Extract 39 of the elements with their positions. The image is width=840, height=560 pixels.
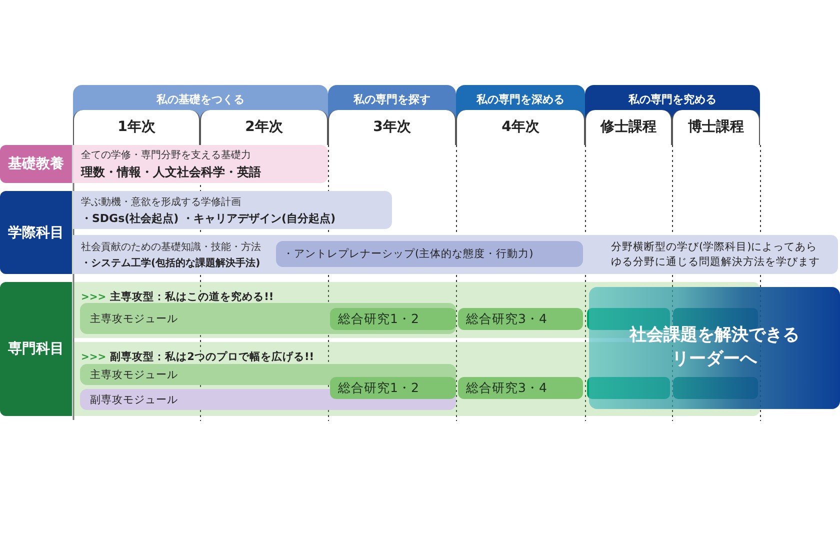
category-header: 基礎教養: [0, 145, 72, 183]
research-block: 総合研究3・4: [458, 377, 583, 399]
phase-title: 私の専門を探す: [354, 93, 430, 106]
bar-title: ・システム工学(包括的な課題解決手法): [81, 256, 260, 270]
phase-tab: [73, 85, 328, 145]
phase-tab: [456, 85, 585, 145]
year-header: 修士課程: [585, 110, 672, 145]
goal-banner: 社会課題を解決できるリーダーへ: [589, 287, 840, 409]
chevron-prefix: >>>: [81, 352, 106, 363]
bar-caption: 学ぶ動機・意欲を形成する学修計画: [81, 196, 241, 208]
course-bar: [73, 145, 328, 183]
year-header: 4年次: [456, 110, 585, 145]
phase-tab: [585, 85, 760, 145]
phase-title: 私の専門を深める: [476, 93, 564, 106]
bar-caption: 社会貢献のための基礎知識・技能・方法: [81, 240, 261, 254]
chevron-prefix: >>>: [81, 292, 106, 303]
research-block: 総合研究1・2: [330, 377, 456, 399]
phase-title: 私の専門を究める: [628, 93, 716, 106]
track-heading: 主専攻型：私はこの道を究める!!: [110, 291, 274, 303]
phase-tab: [328, 85, 456, 145]
course-bar: ・アントレプレナーシップ(主体的な態度・行動力): [276, 241, 583, 267]
course-bar: [73, 191, 392, 229]
bar-title: 理数・情報・人文社会科学・英語: [81, 164, 261, 180]
year-header: 1年次: [73, 110, 200, 145]
research-block: 総合研究1・2: [330, 308, 456, 330]
year-header: 3年次: [328, 110, 456, 145]
year-header: 博士課程: [672, 110, 760, 145]
bar-title: ・SDGs(社会起点) ・キャリアデザイン(自分起点): [81, 210, 336, 226]
category-header: 専門科目: [0, 282, 72, 416]
track-heading: 副専攻型：私は2つのプロで幅を広げる!!: [110, 351, 314, 363]
bar-caption: 全ての学修・専門分野を支える基礎力: [81, 148, 251, 162]
bar-note: 分野横断型の学び(学際科目)によってあらゆる分野に通じる問題解決方法を学びます: [611, 240, 821, 270]
course-bar: [73, 235, 838, 274]
module-bar: [80, 303, 456, 334]
category-header: 学際科目: [0, 191, 72, 274]
research-block: 総合研究3・4: [458, 308, 583, 330]
module-label: 主専攻モジュール: [90, 312, 178, 326]
phase-title: 私の基礎をつくる: [156, 93, 244, 106]
year-header: 2年次: [200, 110, 328, 145]
